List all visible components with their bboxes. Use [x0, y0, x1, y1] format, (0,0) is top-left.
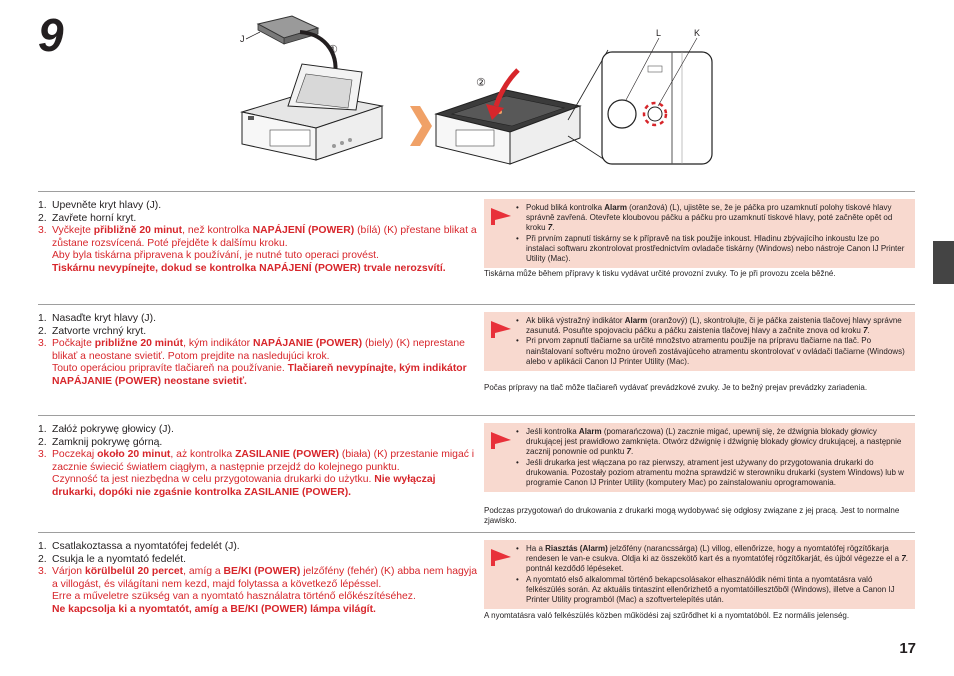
step-2: 2.Zavřete horní kryt.: [38, 212, 137, 224]
steps-block: 1.Upevněte kryt hlavy (J). 2.Zavřete hor…: [38, 200, 478, 276]
flag-icon: [491, 208, 511, 225]
step-2: 2.Csukja le a nyomtató fedelét.: [38, 553, 186, 565]
extra-note: Podczas przygotowań do drukowania z druk…: [484, 506, 900, 526]
step-1: 1.Csatlakoztassa a nyomtatófej fedelét (…: [38, 541, 240, 552]
note-bullet-1: Jeśli kontrolka Alarm (pomarańczowa) (L)…: [516, 427, 909, 458]
step-1: 1.Upevněte kryt hlavy (J).: [38, 200, 162, 211]
flag-icon: [491, 432, 511, 449]
section-hungarian: 1.Csatlakoztassa a nyomtatófej fedelét (…: [38, 532, 915, 633]
step-3: 3.Vyčkejte přibližně 20 minut, než kontr…: [38, 225, 477, 249]
step-3-detail: Czynność ta jest niezbędna w celu przygo…: [52, 474, 436, 498]
control-panel-zoom: [601, 51, 713, 165]
step-3: 3.Poczekaj około 20 minut, aż kontrolka …: [38, 449, 475, 473]
label-k: K: [694, 28, 700, 38]
alarm-button: [607, 99, 637, 129]
note-bullet-2: A nyomtató első alkalommal történő bekap…: [516, 575, 909, 606]
page-number: 17: [899, 640, 916, 657]
step-2: 2.Zatvorte vrchný kryt.: [38, 325, 147, 337]
important-note: Pokud bliká kontrolka Alarm (oranžová) (…: [484, 199, 915, 269]
step-1: 1.Nasaďte kryt hlavy (J).: [38, 313, 156, 324]
note-bullet-1: Ak bliká výstražný indikátor Alarm (oran…: [516, 316, 909, 336]
extra-note: Počas prípravy na tlač môže tlačiareň vy…: [484, 383, 868, 392]
printer-illustration: J ① ② L: [240, 15, 713, 165]
step-2: 2.Zamknij pokrywę górną.: [38, 436, 163, 448]
step-3-detail: Touto operáciou pripravíte tlačiareň na …: [52, 363, 467, 387]
step-3-detail: Erre a műveletre szükség van a nyomtató …: [52, 591, 416, 615]
label-j: J: [240, 34, 245, 44]
section-tab-marker: [933, 241, 954, 284]
flag-icon: [491, 549, 511, 566]
printer-open: [240, 63, 384, 161]
power-lamp-blinking: [642, 101, 668, 127]
label-l: L: [656, 28, 661, 38]
step-number: 9: [38, 9, 64, 61]
extra-note: A nyomtatásra való felkészülés közben mű…: [484, 611, 850, 620]
note-bullet-1: Ha a Riasztás (Alarm) jelzőfény (narancs…: [516, 544, 909, 575]
circle-2-label: ②: [476, 76, 486, 89]
section-polish: 1.Załóż pokrywę głowicy (J). 2.Zamknij p…: [38, 415, 915, 533]
note-bullet-2: Pri prvom zapnutí tlačiarne sa určité mn…: [516, 336, 909, 367]
important-note: Ak bliká výstražný indikátor Alarm (oran…: [484, 312, 915, 372]
flag-icon: [491, 321, 511, 338]
steps-block: 1.Nasaďte kryt hlavy (J). 2.Zatvorte vrc…: [38, 313, 478, 389]
note-bullet-2: Při prvním zapnutí tiskárny se k příprav…: [516, 234, 909, 265]
section-slovak: 1.Nasaďte kryt hlavy (J). 2.Zatvorte vrc…: [38, 304, 915, 416]
step-1: 1.Załóż pokrywę głowicy (J).: [38, 424, 174, 435]
next-step-chevron: [410, 106, 432, 146]
circle-1-label: ①: [328, 43, 338, 56]
step-3-detail: Aby byla tiskárna připravena k používání…: [52, 250, 446, 274]
steps-block: 1.Załóż pokrywę głowicy (J). 2.Zamknij p…: [38, 424, 478, 500]
important-note: Ha a Riasztás (Alarm) jelzőfény (narancs…: [484, 540, 915, 610]
note-bullet-1: Pokud bliká kontrolka Alarm (oranžová) (…: [516, 203, 909, 234]
printer-closed: [434, 89, 582, 165]
important-note: Jeśli kontrolka Alarm (pomarańczowa) (L)…: [484, 423, 915, 493]
extra-note: Tiskárna může během přípravy k tisku vyd…: [484, 269, 836, 278]
head-cover-part: [256, 15, 320, 45]
note-bullet-2: Jeśli drukarka jest włączana po raz pier…: [516, 458, 909, 489]
section-czech: 1.Upevněte kryt hlavy (J). 2.Zavřete hor…: [38, 191, 915, 305]
steps-block: 1.Csatlakoztassa a nyomtatófej fedelét (…: [38, 541, 478, 617]
step-3: 3.Počkajte približne 20 minút, kým indik…: [38, 338, 465, 362]
step-3: 3.Várjon körülbelül 20 percet, amíg a BE…: [38, 566, 478, 590]
